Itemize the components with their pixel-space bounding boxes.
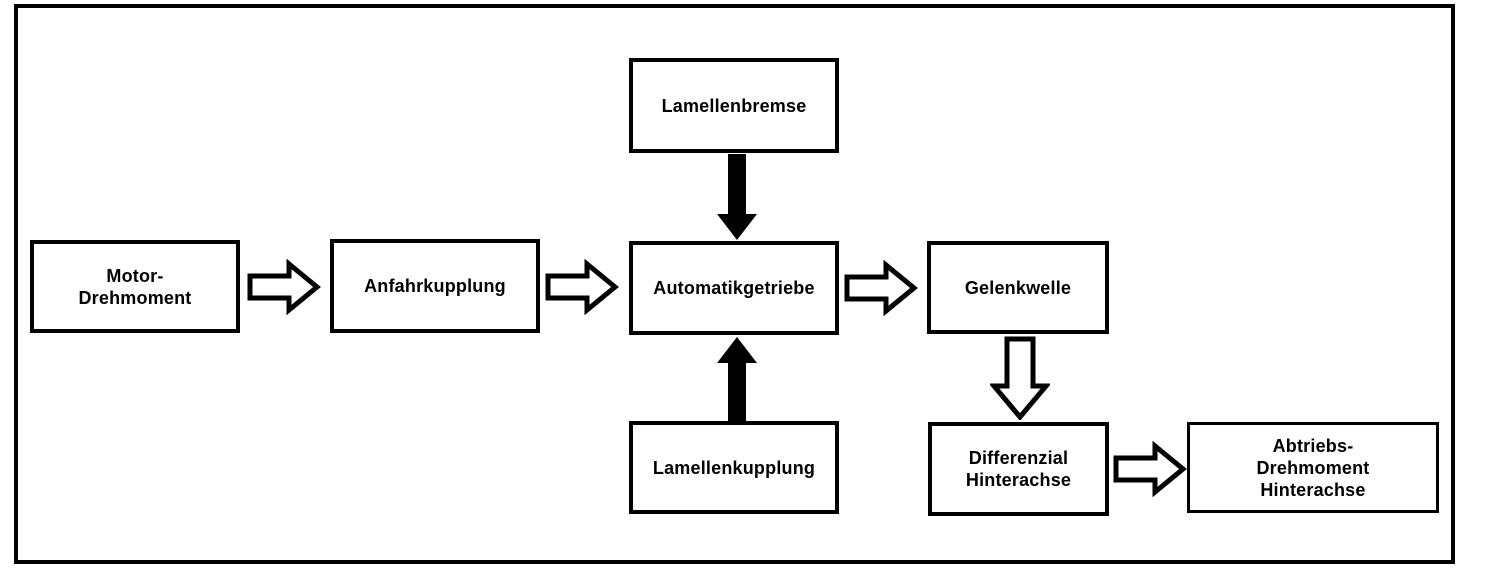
- solid-arrow-down-icon: [717, 154, 757, 240]
- node-automatikgetriebe: Automatikgetriebe: [629, 241, 839, 335]
- node-label: Differenzial Hinterachse: [965, 448, 1072, 490]
- block-arrow-down-icon: [990, 336, 1050, 420]
- node-lamellenkupplung: Lamellenkupplung: [629, 421, 839, 514]
- node-differenzial-hinterachse: Differenzial Hinterachse: [928, 422, 1109, 516]
- node-label: Motor- Drehmoment: [78, 265, 192, 308]
- block-arrow-right-icon: [844, 260, 918, 316]
- node-abtriebs-drehmoment-hinterachse: Abtriebs- Drehmoment Hinterachse: [1187, 422, 1439, 513]
- node-label: Lamellenbremse: [661, 95, 807, 116]
- block-arrow-right-icon: [545, 259, 619, 315]
- node-motor-drehmoment: Motor- Drehmoment: [30, 240, 240, 333]
- node-gelenkwelle: Gelenkwelle: [927, 241, 1109, 334]
- block-arrow-right-icon: [247, 259, 321, 315]
- node-label: Anfahrkupplung: [364, 276, 506, 296]
- node-label: Automatikgetriebe: [653, 278, 815, 298]
- solid-arrow-up-icon: [717, 337, 757, 421]
- node-label: Gelenkwelle: [964, 277, 1072, 298]
- node-label: Lamellenkupplung: [652, 457, 816, 478]
- node-anfahrkupplung: Anfahrkupplung: [330, 239, 540, 333]
- node-lamellenbremse: Lamellenbremse: [629, 58, 839, 153]
- block-arrow-right-icon: [1113, 441, 1187, 497]
- node-label: Abtriebs- Drehmoment Hinterachse: [1256, 435, 1370, 500]
